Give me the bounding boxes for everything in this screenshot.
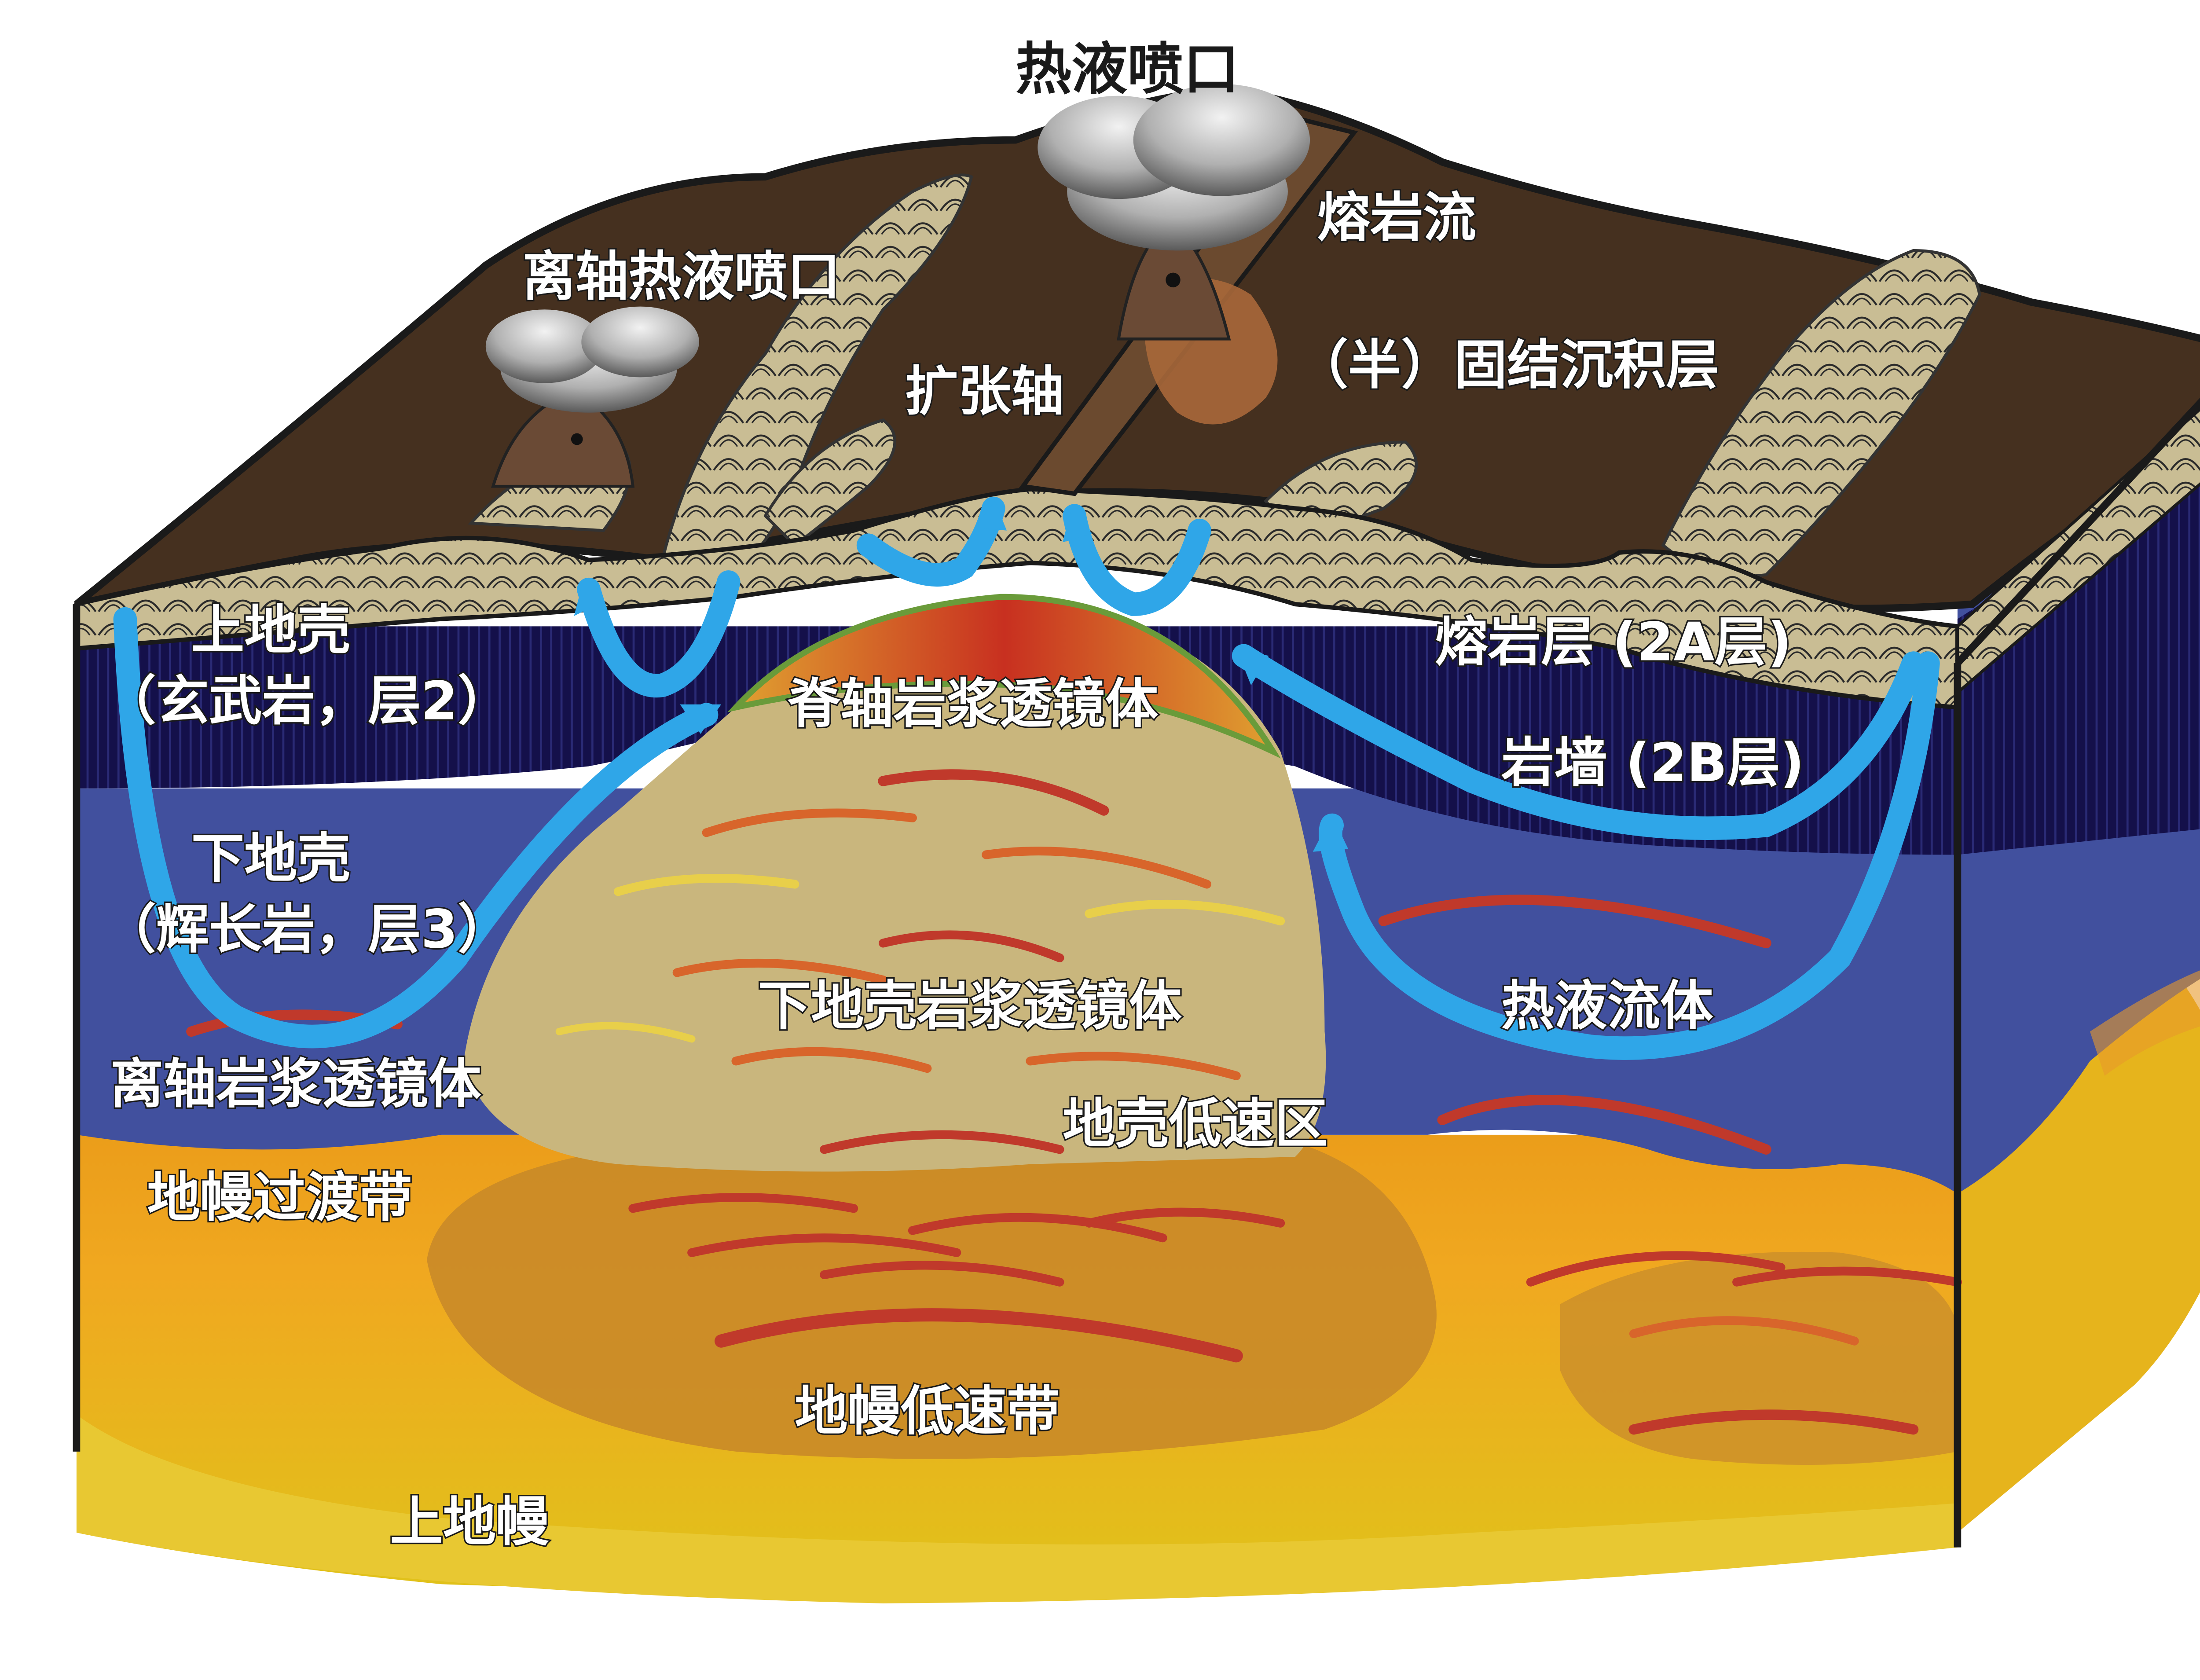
label-spreading-axis: 扩张轴	[905, 361, 1064, 422]
axial-magma-lens	[727, 594, 1281, 759]
labels: 热液喷口 熔岩流 离轴热液喷口 （半）固结沉积层 扩张轴 上地壳 （玄武岩，层2…	[102, 37, 1806, 1554]
label-lava-flow: 熔岩流	[1317, 187, 1476, 249]
label-hydrothermal-vent: 热液喷口	[1016, 37, 1239, 102]
label-mantle-transition-zone: 地幔过渡带	[147, 1167, 412, 1229]
crustal-low-velocity-zone	[463, 604, 1326, 1172]
fluid-arrowheads	[574, 501, 1349, 852]
label-lower-crust: 下地壳	[191, 828, 350, 890]
off-axis-hydrothermal-vent	[485, 306, 699, 488]
label-dike-layer: 岩墙 (2B层)	[1501, 732, 1804, 794]
label-lower-crust-detail: （辉长岩，层3）	[103, 899, 511, 960]
label-axial-magma-lens: 脊轴岩浆透镜体	[788, 673, 1159, 735]
label-upper-crust: 上地壳	[191, 600, 350, 661]
magma-streaks	[186, 769, 1962, 1435]
label-hydrothermal-fluid: 热液流体	[1501, 976, 1713, 1037]
lava-layer-2a	[74, 487, 1960, 710]
label-off-axis-vent: 离轴热液喷口	[522, 246, 840, 308]
hydrothermal-fluid-arrows	[113, 496, 1940, 1060]
off-axis-low-velocity-zone	[1560, 1251, 1958, 1465]
block-outline	[73, 398, 2200, 1548]
label-off-axis-magma-lens: 离轴岩浆透镜体	[110, 1053, 481, 1115]
mantle-low-velocity-zone	[427, 1142, 1437, 1459]
hydrothermal-vent	[1038, 84, 1310, 341]
label-mantle-low-velocity-zone: 地幔低速带	[795, 1381, 1060, 1442]
label-crustal-low-velocity-zone: 地壳低速区	[1063, 1093, 1327, 1155]
label-upper-mantle: 上地幔	[390, 1491, 549, 1553]
label-upper-crust-detail: （玄武岩，层2）	[103, 670, 511, 732]
label-semi-consolidated-sediment: （半）固结沉积层	[1295, 334, 1719, 396]
label-lava-layer: 熔岩层 (2A层)	[1435, 611, 1792, 673]
label-lower-crust-magma-lens: 下地壳岩浆透镜体	[758, 976, 1182, 1037]
